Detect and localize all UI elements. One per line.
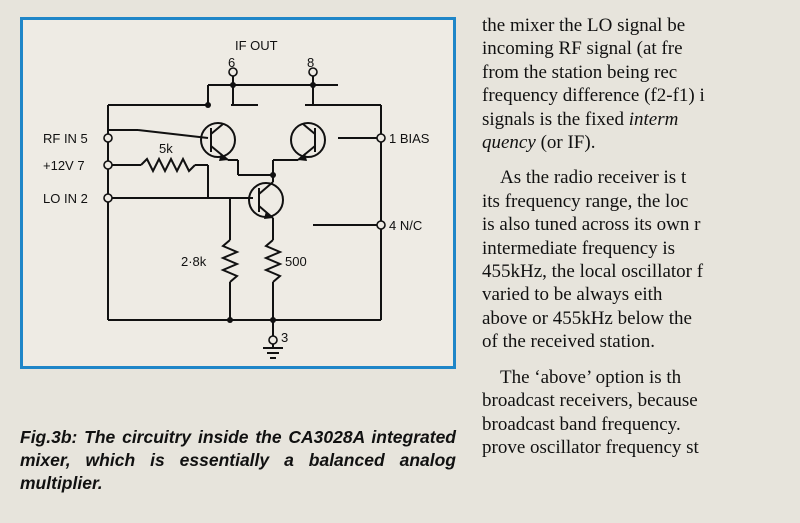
label-bias: 1 BIAS	[389, 131, 430, 146]
figure-caption: Fig.3b: The circuitry inside the CA3028A…	[20, 427, 456, 493]
text-line: broadcast band frequency.	[482, 413, 681, 435]
text-line: is also tuned across its own r	[482, 214, 701, 236]
resistor-5k	[140, 156, 196, 174]
text-line: intermediate frequency is	[482, 237, 676, 259]
lo-in-terminal	[103, 193, 113, 203]
emphasis-text: interm	[628, 108, 679, 130]
text-fragment: signals is the fixed	[482, 108, 629, 130]
resistor-2k8	[220, 239, 240, 283]
transistor-q1	[200, 122, 236, 158]
paragraph-3: The ‘above’ option is th broadcast recei…	[482, 366, 800, 460]
emphasis-text: quency	[482, 132, 536, 154]
paragraph-1: the mixer the LO signal be incoming RF s…	[482, 14, 800, 154]
text-line: from the station being rec	[482, 61, 678, 83]
label-pin8: 8	[307, 55, 314, 70]
label-rf-in: RF IN 5	[43, 131, 88, 146]
label-nc: 4 N/C	[389, 218, 422, 233]
text-line: of the received station.	[482, 331, 656, 353]
bias-terminal	[376, 133, 386, 143]
text-line: its frequency range, the loc	[482, 190, 689, 212]
text-line: incoming RF signal (at fre	[482, 38, 683, 60]
label-500: 500	[285, 254, 307, 269]
label-pin6: 6	[228, 55, 235, 70]
label-gnd: 3	[281, 330, 288, 345]
resistor-500	[263, 239, 283, 283]
text-line: varied to be always eith	[482, 284, 663, 306]
label-if-out: IF OUT	[235, 38, 278, 53]
nc-terminal	[376, 220, 386, 230]
figure-frame: IF OUT 6 8 RF IN 5 +12V 7 LO IN 2 1 BIAS…	[20, 17, 456, 369]
text-line: frequency difference (f2-f1) i	[482, 85, 705, 107]
text-line: prove oscillator frequency st	[482, 436, 699, 458]
gnd-terminal	[268, 335, 278, 345]
text-line: quency (or IF).	[482, 131, 800, 154]
text-line: As the radio receiver is t	[500, 167, 687, 189]
text-fragment: (or IF).	[535, 132, 596, 154]
transistor-q2	[290, 122, 326, 158]
label-5k: 5k	[159, 141, 173, 156]
text-line: the mixer the LO signal be	[482, 15, 686, 36]
label-plus12v: +12V 7	[43, 158, 85, 173]
text-line: above or 455kHz below the	[482, 307, 692, 329]
text-line: signals is the fixed interm	[482, 108, 800, 131]
label-2k8: 2·8k	[181, 254, 207, 269]
plus12v-terminal	[103, 160, 113, 170]
paragraph-2: As the radio receiver is t its frequency…	[482, 166, 800, 353]
ca3028a-schematic: IF OUT 6 8 RF IN 5 +12V 7 LO IN 2 1 BIAS…	[43, 38, 430, 359]
label-lo-in: LO IN 2	[43, 191, 88, 206]
rf-in-terminal	[103, 133, 113, 143]
article-body: the mixer the LO signal be incoming RF s…	[482, 14, 800, 459]
text-line: broadcast receivers, because	[482, 390, 698, 412]
text-line: 455kHz, the local oscillator f	[482, 261, 704, 283]
text-line: The ‘above’ option is th	[500, 366, 682, 388]
